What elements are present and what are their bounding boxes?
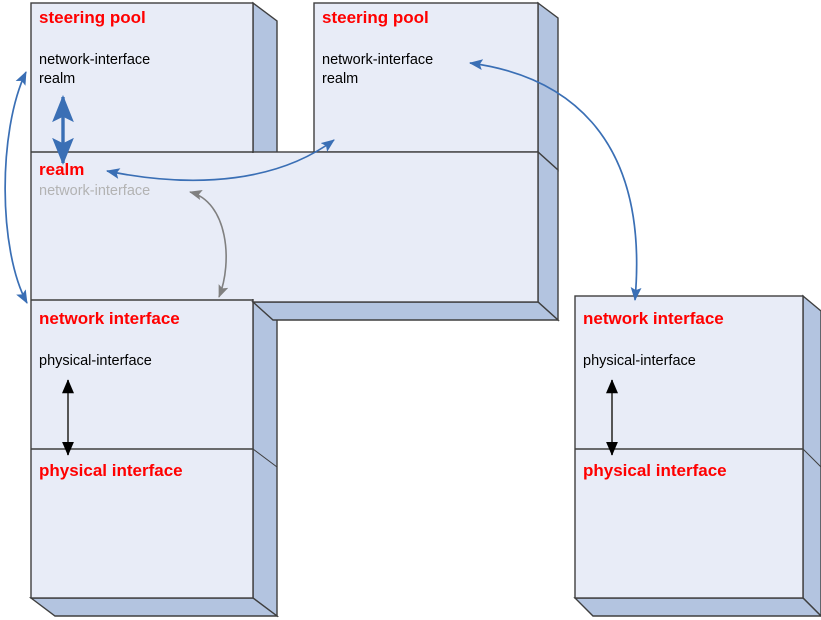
connector-right-sp-realm-to-realm: [106, 139, 335, 182]
realm-bottom-face: [251, 301, 560, 321]
left-column-block: [28, 1, 280, 618]
connector-left-sp-to-network-interface: [4, 71, 28, 304]
realm-side-face: [537, 150, 559, 322]
right-sp-front-face: [313, 2, 539, 153]
connector-realm-prop-to-network-interface: [189, 190, 229, 298]
right-steering-pool-block: [313, 1, 559, 172]
right-column-block: [573, 294, 821, 617]
right-column-bottom-face: [573, 597, 821, 617]
realm-front-face-wing: [252, 151, 539, 303]
right-column-side-face: [802, 294, 821, 617]
left-column-bottom-face: [28, 597, 280, 617]
connector-right-sp-to-right-network-interface: [468, 59, 642, 302]
side-divider-right-a: [802, 448, 821, 468]
side-divider-left-c: [252, 448, 278, 468]
realm-wide-block: [251, 150, 560, 322]
right-column-front-face: [574, 295, 804, 599]
